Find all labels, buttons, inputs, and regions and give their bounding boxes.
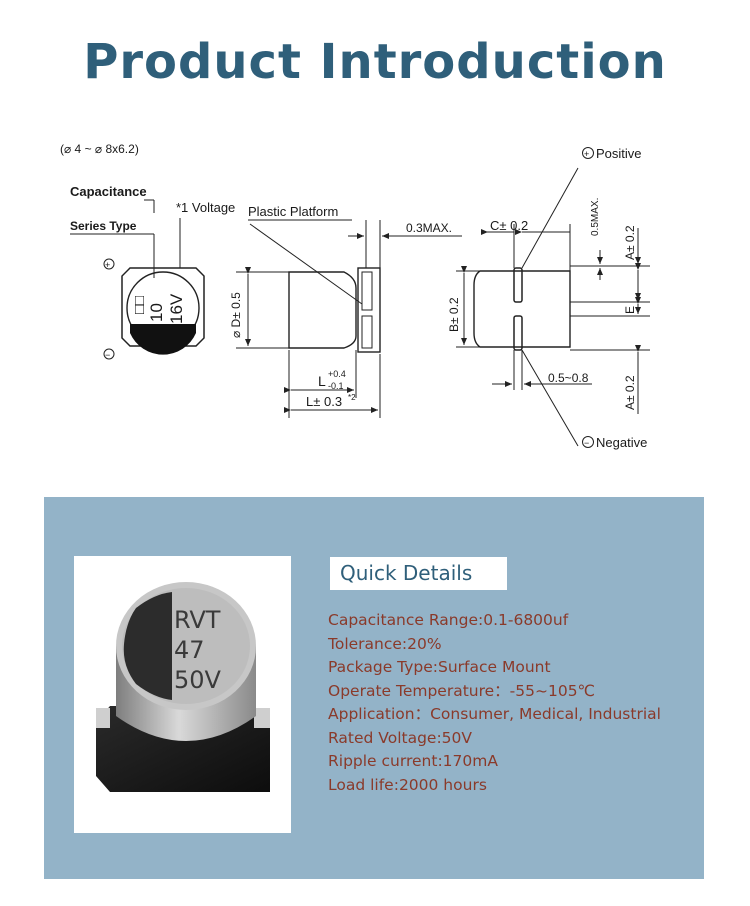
product-photo: RVT 47 50V — [74, 556, 291, 833]
e-dimension-label: E — [623, 306, 637, 314]
size-range-label: (⌀ 4 ~ ⌀ 8x6.2) — [60, 142, 139, 156]
plastic-platform-label: Plastic Platform — [248, 204, 338, 219]
length-label: L — [318, 373, 326, 389]
quick-details-title: Quick Details — [340, 561, 473, 585]
length-tol-plus: +0.4 — [328, 369, 346, 379]
dimension-drawing: (⌀ 4 ~ ⌀ 8x6.2) Capacitance Series Type … — [60, 142, 650, 450]
half-max-label: 0.5MAX. — [590, 198, 601, 236]
length-total-note: *2 — [348, 393, 356, 402]
top-plus-icon: + — [105, 260, 110, 270]
a-bottom-label: A± 0.2 — [623, 375, 637, 410]
detail-ripple-current: Ripple current:170mA — [328, 752, 498, 770]
photo-series-marking: RVT — [174, 606, 221, 634]
length-total-label: L± 0.3 — [306, 394, 342, 409]
negative-label: Negative — [596, 435, 647, 450]
photo-voltage-marking: 50V — [174, 666, 222, 694]
top-view-series-text: □□ — [131, 296, 148, 314]
detail-package-type: Package Type:Surface Mount — [328, 658, 551, 676]
detail-operate-temperature: Operate Temperature：-55~105℃ — [328, 681, 595, 700]
pad-width-label: 0.5~0.8 — [548, 371, 589, 385]
a-top-label: A± 0.2 — [623, 225, 637, 260]
positive-label: Positive — [596, 146, 642, 161]
max-gap-label: 0.3MAX. — [406, 221, 452, 235]
dimension-diagram: (⌀ 4 ~ ⌀ 8x6.2) Capacitance Series Type … — [44, 128, 704, 468]
negative-icon: − — [584, 438, 589, 448]
quick-details-heading-box: Quick Details — [330, 557, 507, 590]
length-tol-minus: -0.1 — [328, 381, 344, 391]
details-panel: RVT 47 50V Quick Details Capacitance Ran… — [44, 497, 704, 879]
positive-icon: + — [584, 149, 589, 159]
b-dimension-label: B± 0.2 — [447, 297, 461, 332]
top-view-capacitance-text: 10 — [147, 303, 166, 322]
c-dimension-label: C± 0.2 — [490, 218, 528, 233]
capacitor-image: RVT 47 50V — [96, 582, 270, 792]
voltage-label: *1 Voltage — [176, 200, 235, 215]
diameter-label: ⌀ D± 0.5 — [229, 292, 243, 338]
detail-tolerance: Tolerance:20% — [328, 634, 442, 653]
photo-capacitance-marking: 47 — [174, 636, 205, 664]
detail-load-life: Load life:2000 hours — [328, 775, 487, 794]
top-view-voltage-text: 16V — [167, 293, 186, 324]
page-title: Product Introduction — [83, 34, 667, 90]
detail-rated-voltage: Rated Voltage:50V — [328, 728, 472, 747]
detail-application: Application：Consumer, Medical, Industria… — [328, 705, 661, 723]
capacitance-label: Capacitance — [70, 184, 147, 199]
detail-capacitance-range: Capacitance Range:0.1-6800uf — [328, 611, 569, 629]
series-type-label: Series Type — [70, 219, 137, 233]
top-minus-icon: − — [105, 350, 110, 360]
quick-details-list: Capacitance Range:0.1-6800uf Tolerance:2… — [328, 609, 661, 797]
